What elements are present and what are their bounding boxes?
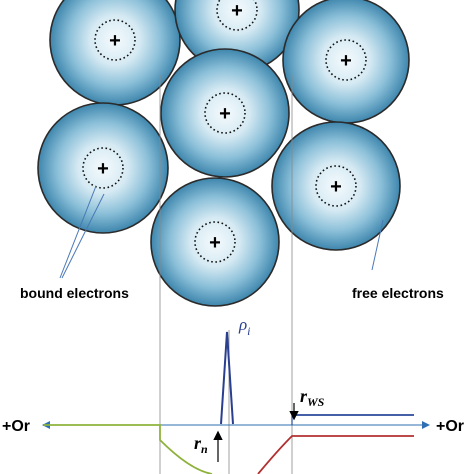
- nucleus-plus: +: [340, 50, 352, 72]
- atom-shell: [271, 121, 401, 251]
- axis-right-label: +Or: [436, 418, 464, 435]
- free-electrons-pointer: [371, 219, 384, 271]
- atom-shell: [37, 102, 169, 234]
- bound-electron-orbit: [315, 165, 357, 207]
- nucleus-plus: +: [219, 103, 231, 125]
- axis-left-label: +Or: [2, 418, 30, 435]
- nucleus-plus: +: [109, 30, 121, 52]
- atom: +: [271, 121, 401, 251]
- atom: +: [282, 0, 410, 124]
- bound-electrons-pointer: [61, 193, 105, 279]
- atoms-group: + + + + + + +: [37, 0, 410, 307]
- nucleus-plus: +: [97, 158, 109, 180]
- nucleus-plus: +: [330, 176, 342, 198]
- bound-electron-orbit: [82, 147, 124, 189]
- bound-electrons-label: bound electrons: [20, 285, 129, 301]
- nucleus-plus: +: [209, 232, 221, 254]
- bound-electron-orbit: [216, 0, 258, 31]
- atom: +: [150, 177, 280, 307]
- bound-electron-orbit: [325, 39, 367, 81]
- bound-electrons-pointer: [59, 185, 97, 279]
- atom-shell: [49, 0, 181, 106]
- rws-label: rWS: [300, 386, 325, 409]
- green-curve: [44, 424, 213, 474]
- nucleus-plus: +: [231, 0, 243, 22]
- rn-label: rn: [194, 433, 208, 456]
- bound-electron-orbit: [204, 92, 246, 134]
- rho-peak: [220, 331, 234, 425]
- atom: +: [160, 48, 290, 178]
- bound-electron-orbit: [194, 221, 236, 263]
- atom: +: [37, 102, 169, 234]
- atom-shell: [150, 177, 280, 307]
- free-electrons-label: free electrons: [352, 285, 444, 301]
- atom-shell: [160, 48, 290, 178]
- red-curve: [257, 435, 414, 474]
- atom: +: [49, 0, 181, 106]
- rho-label: ρi: [238, 315, 251, 338]
- bound-electron-orbit: [94, 19, 136, 61]
